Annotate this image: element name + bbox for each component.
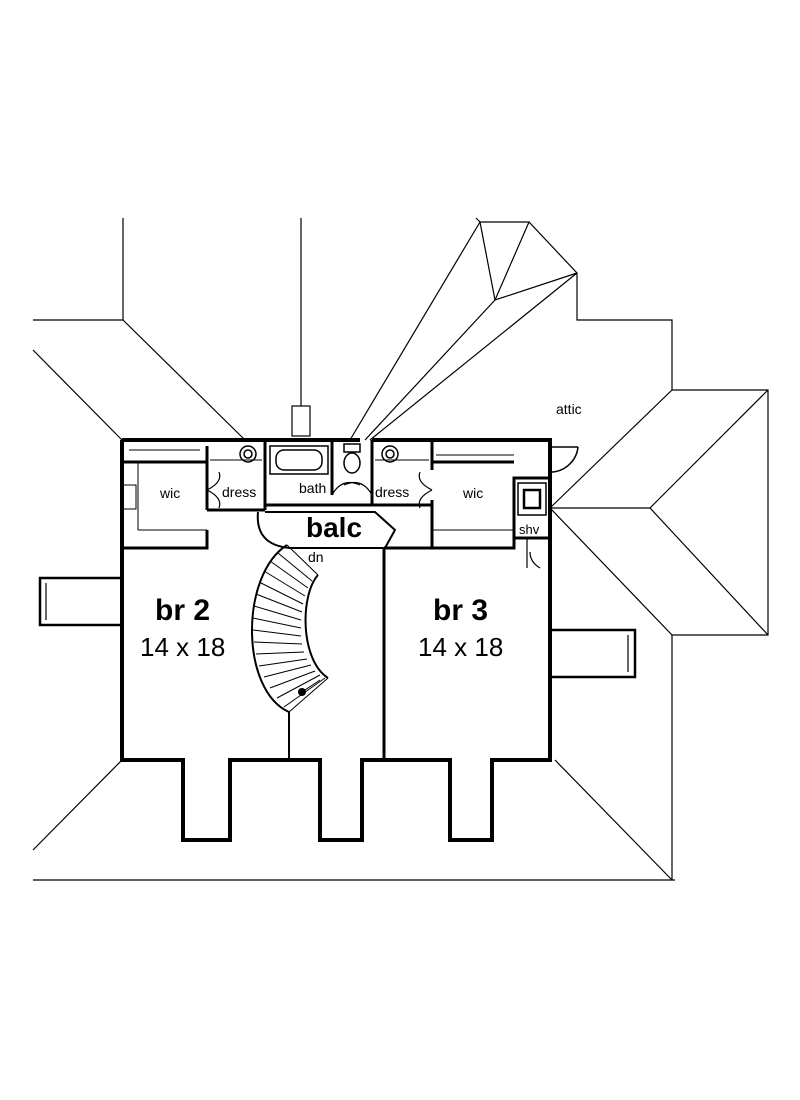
right-bay [550,628,637,679]
left-bay [38,576,122,627]
bath-fixtures [239,443,399,475]
attic-door [549,446,579,473]
label-shv: shv [519,522,540,537]
label-attic: attic [556,401,582,417]
exterior-walls [120,438,552,842]
roof-lines [32,217,769,881]
label-wic-left: wic [159,485,180,501]
label-wic-right: wic [462,485,483,501]
room-size-br3: 14 x 18 [418,632,503,662]
label-balc: balc [306,512,362,543]
label-dress-right: dress [375,484,409,500]
room-name-br2: br 2 [155,594,210,627]
label-dn: dn [308,549,324,565]
room-name-br3: br 3 [433,594,488,627]
label-bath: bath [299,480,326,496]
interior-walls [122,440,552,760]
room-size-br2: 14 x 18 [140,632,225,662]
balcony [256,511,432,549]
label-dress-left: dress [222,484,256,500]
closet-doors [206,471,541,569]
closet-shelves [121,449,514,531]
shaft-detail [517,482,547,516]
curved-stair [251,544,329,713]
